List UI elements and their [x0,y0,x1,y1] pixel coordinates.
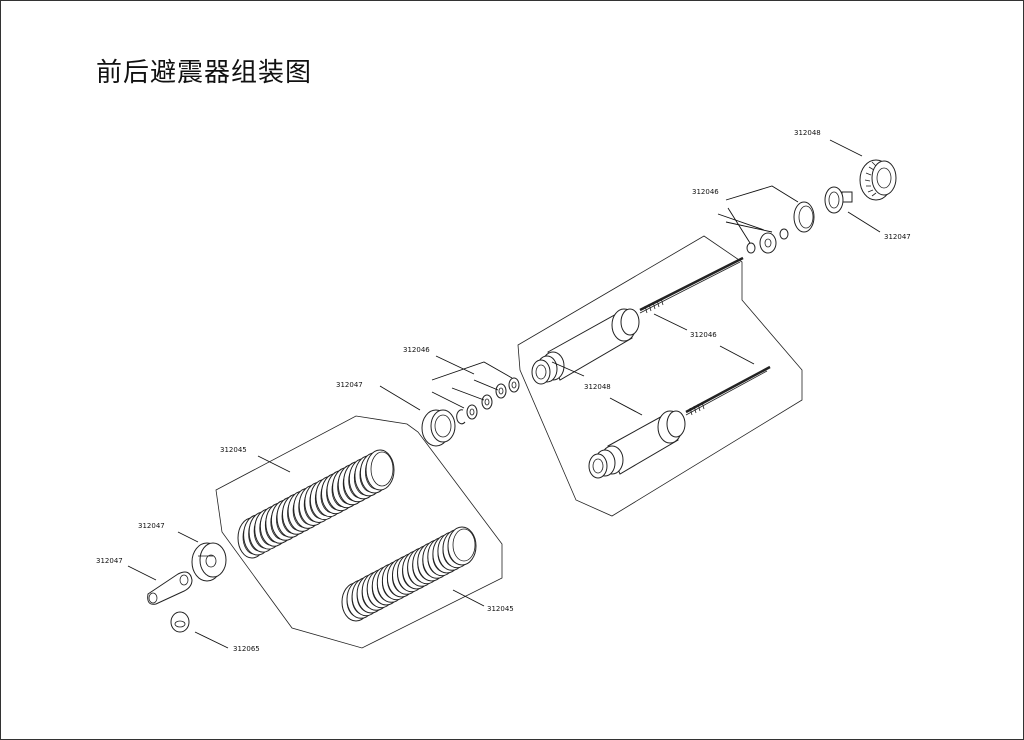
callout-312047-top: 312047 [884,233,911,241]
spring-coil-inner [370,451,394,487]
callout-312046-top: 312046 [692,188,719,196]
shock-cap-312048 [859,159,897,201]
callout-312046-mid: 312046 [690,331,717,339]
shock-body-lower-312048 [588,410,686,479]
callout-312065: 312065 [233,645,260,653]
spring-upper-312045 [237,449,395,559]
shim-washers-middle-312046 [456,377,520,425]
callout-312045-bottom: 312045 [487,605,514,613]
shock-shaft-lower [685,365,771,416]
callout-312047-a: 312047 [138,522,165,530]
callout-labels: 312048 312046 312047 312046 312046 31204… [96,129,911,653]
spring-coil [365,449,395,491]
callout-312047-left: 312047 [336,381,363,389]
ball-312065 [170,611,190,633]
spring-lower-312045 [341,526,477,622]
leader-lines [127,139,881,649]
callout-312045-top: 312045 [220,446,247,454]
shock-top-cap-312047 [824,186,853,214]
shim-washers-top [746,228,789,254]
callout-312048-top: 312048 [794,129,821,137]
rod-end-312047 [147,571,193,605]
page-title: 前后避震器组装图 [96,58,313,88]
spring-coil [447,526,477,566]
callout-312046-left: 312046 [403,346,430,354]
shock-collar-312047 [421,409,456,447]
callout-312048-mid: 312048 [584,383,611,391]
group-outline-springs [215,415,503,649]
shock-shaft-upper [639,256,744,314]
spring-retainer-312047 [191,542,227,582]
o-ring-top-312046 [793,201,815,233]
group-outline-shocks [517,235,803,517]
callout-312047-b: 312047 [96,557,123,565]
shock-body-upper-312048 [531,308,640,385]
spring-coil-inner [452,528,476,562]
